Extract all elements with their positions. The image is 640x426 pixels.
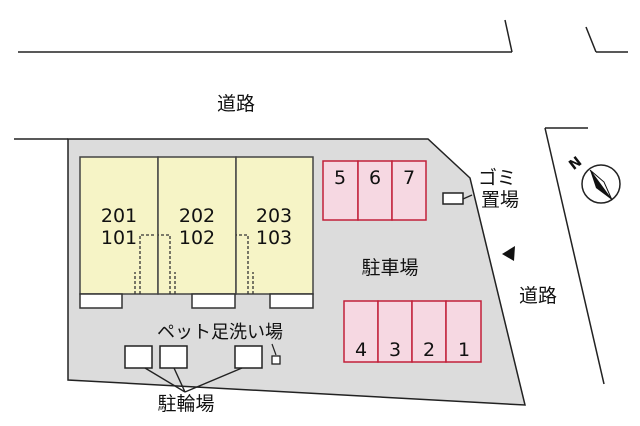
pet-wash-box	[271, 355, 281, 365]
north-road-corner	[504, 19, 513, 53]
parking-label-6: 6	[369, 167, 381, 189]
bicycle-box-2	[159, 345, 188, 369]
east-road-label: 道路	[519, 285, 557, 307]
bicycle-boxes	[124, 345, 263, 369]
bicycle-leader-3	[184, 367, 243, 393]
unit-3-lower: 103	[256, 227, 292, 249]
parking-top-labels: 5 6 7	[334, 167, 415, 189]
bicycle-box-3	[234, 345, 263, 369]
parking-label-4: 4	[355, 339, 367, 361]
parking-space-1	[445, 300, 482, 363]
entrance-outline-3	[236, 234, 249, 294]
pet-wash-label: ペット足洗い場	[157, 322, 283, 343]
east-road	[544, 127, 605, 385]
balconies	[79, 293, 314, 309]
parking-label-2: 2	[423, 339, 435, 361]
entrance-outlines	[134, 234, 254, 294]
balcony-1	[79, 293, 123, 309]
north-road-label: 道路	[217, 93, 255, 115]
bicycle-parking-label: 駐輪場	[157, 393, 214, 415]
garbage-area-box	[442, 192, 464, 205]
unit-block-2	[157, 156, 237, 295]
unit-2-lower: 102	[179, 227, 215, 249]
garbage-label-line2: 置場	[481, 189, 519, 211]
parking-bottom	[343, 300, 482, 363]
bicycle-box-1	[124, 345, 153, 369]
parking-space-4	[343, 300, 379, 363]
entrance-outline-2	[158, 234, 171, 294]
parking-space-5	[322, 160, 359, 221]
unit-1-lower: 101	[101, 227, 137, 249]
parking-label-5: 5	[334, 167, 346, 189]
parking-label-7: 7	[403, 167, 415, 189]
parking-space-3	[377, 300, 413, 363]
bicycle-leader-lines	[144, 367, 243, 393]
balcony-3	[269, 293, 314, 309]
parking-space-2	[411, 300, 447, 363]
unit-block-3	[235, 156, 314, 295]
parking-top	[322, 160, 427, 221]
building	[79, 156, 314, 295]
unit-3-upper: 203	[256, 205, 292, 227]
unit-labels: 201 101 202 102 203 103	[101, 205, 292, 249]
bicycle-leader-1	[144, 367, 186, 393]
balcony-2	[191, 293, 236, 309]
unit-1-upper: 201	[101, 205, 137, 227]
garbage-leader-line	[462, 194, 473, 200]
parking-space-7	[391, 160, 427, 221]
garbage-label-line1: ゴミ	[478, 167, 516, 189]
unit-2-upper: 202	[179, 205, 215, 227]
compass-icon: N	[566, 154, 621, 204]
pet-wash-leader-line	[271, 343, 277, 356]
bicycle-leader-2	[173, 367, 186, 393]
compass-north-label: N	[566, 154, 585, 174]
parking-area-label: 駐車場	[361, 257, 418, 279]
north-road-east-corner	[585, 26, 597, 53]
north-road	[14, 19, 628, 140]
parking-label-3: 3	[389, 339, 401, 361]
entrance-arrow-icon	[502, 246, 515, 261]
parking-label-1: 1	[458, 339, 470, 361]
east-road-edge-a	[544, 127, 605, 385]
parking-bottom-labels: 4 3 2 1	[355, 339, 470, 361]
